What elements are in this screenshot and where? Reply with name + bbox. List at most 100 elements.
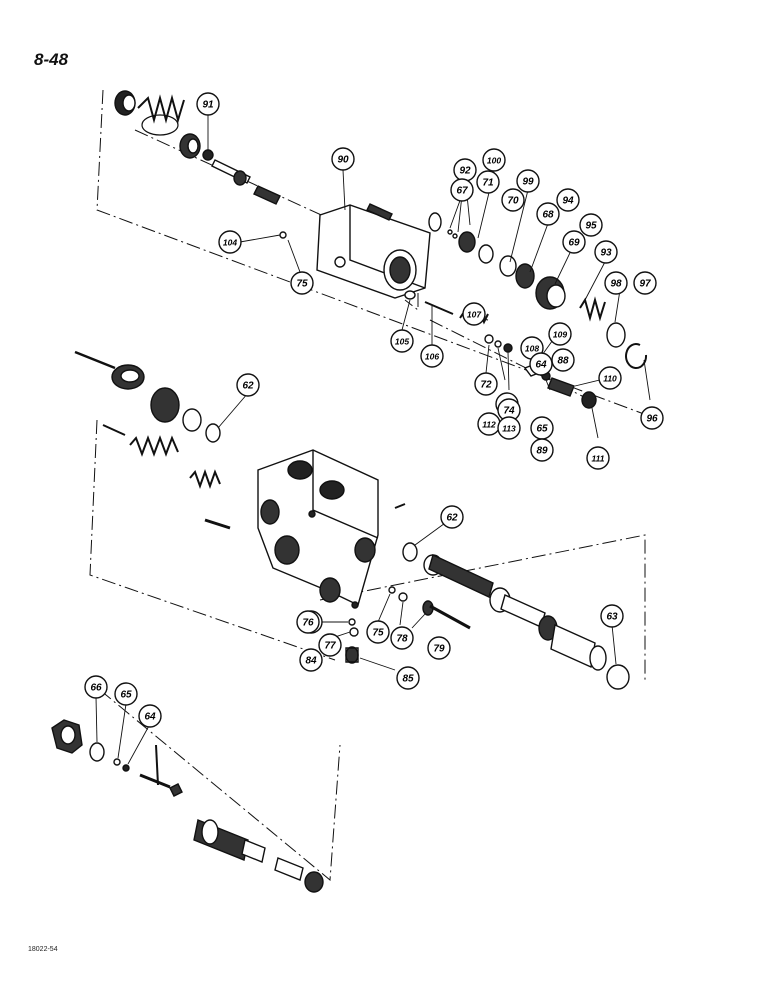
callout-label: 64 — [144, 712, 156, 723]
callout-label: 75 — [372, 628, 384, 639]
callout-94: 94 — [556, 188, 580, 212]
callout-label: 96 — [646, 414, 658, 425]
detent-body-part — [150, 387, 180, 423]
callout-circle — [604, 271, 628, 295]
callout-label: 74 — [503, 406, 515, 417]
callout-112: 112 — [477, 412, 501, 436]
upper-section — [114, 90, 648, 409]
callout-circle — [529, 352, 553, 376]
callout-104: 104 — [218, 230, 242, 254]
callout-circle — [420, 344, 444, 368]
callout-68: 68 — [536, 202, 560, 226]
callout-label: 113 — [502, 424, 516, 434]
valve-block-part — [257, 449, 379, 609]
callout-circle — [390, 626, 414, 650]
callout-label: 72 — [480, 380, 492, 391]
callout-label: 106 — [425, 352, 439, 362]
main-spool-part — [423, 554, 607, 671]
callout-88: 88 — [551, 348, 575, 372]
callout-label: 75 — [296, 279, 308, 290]
callout-label: 63 — [606, 612, 618, 623]
callout-label: 99 — [522, 177, 534, 188]
callout-label: 64 — [535, 360, 547, 371]
callout-84: 84 — [299, 648, 323, 672]
lower-end-part — [274, 857, 324, 893]
callout-circle — [84, 675, 108, 699]
callout-97: 97 — [633, 271, 657, 295]
housing-90-part — [316, 204, 431, 299]
short-spring-part — [189, 469, 221, 489]
callout-label: 84 — [305, 656, 317, 667]
callout-label: 62 — [446, 513, 458, 524]
callout-circle — [501, 188, 525, 212]
washer-77-part — [349, 627, 359, 637]
callout-92: 92 — [453, 158, 477, 182]
callout-label: 67 — [456, 186, 468, 197]
spool-stem-part — [211, 159, 281, 205]
callout-62: 62 — [440, 505, 464, 529]
callout-label: 92 — [459, 166, 471, 177]
callout-label: 70 — [507, 196, 519, 207]
callout-label: 90 — [337, 155, 349, 166]
callout-circle — [476, 170, 500, 194]
callout-90: 90 — [331, 147, 355, 171]
callout-93: 93 — [594, 240, 618, 264]
callout-110: 110 — [598, 366, 622, 390]
callout-91: 91 — [196, 92, 220, 116]
callout-circle — [548, 322, 572, 346]
callout-72: 72 — [474, 372, 498, 396]
callout-label: 62 — [242, 381, 254, 392]
document-code: 18022-54 — [28, 946, 58, 953]
seal-62-a-part — [182, 408, 202, 432]
callout-98: 98 — [604, 271, 628, 295]
callout-circle — [530, 438, 554, 462]
callout-label: 68 — [542, 210, 554, 221]
callout-circle — [594, 240, 618, 264]
stud-part — [74, 350, 116, 370]
plug-parts — [523, 363, 597, 409]
washer-stack-part — [428, 212, 476, 253]
poppet-part — [139, 744, 183, 797]
callout-label: 108 — [525, 344, 539, 354]
callout-label: 65 — [120, 690, 132, 701]
end-cap-part — [114, 90, 136, 116]
callout-circle — [640, 406, 664, 430]
small-pin-part — [394, 503, 406, 509]
plug-nut-part — [51, 719, 83, 754]
callout-label: 95 — [585, 221, 597, 232]
callout-label: 76 — [302, 618, 314, 629]
callout-96: 96 — [640, 406, 664, 430]
callout-circle — [390, 329, 414, 353]
piston-93-part — [535, 276, 566, 310]
oring-62-a-part — [205, 423, 221, 443]
callout-circle — [551, 348, 575, 372]
oring-65-part — [113, 758, 121, 766]
spring-part — [137, 94, 185, 136]
callout-label: 71 — [482, 178, 494, 189]
callout-75: 75 — [290, 271, 314, 295]
callout-69: 69 — [562, 230, 586, 254]
pin-part — [102, 424, 126, 436]
callout-label: 69 — [568, 238, 580, 249]
callout-75: 75 — [366, 620, 390, 644]
callout-71: 71 — [476, 170, 500, 194]
upper-frame-line — [96, 89, 661, 421]
callout-circle — [474, 372, 498, 396]
callout-circle — [196, 92, 220, 116]
middle-right-line — [319, 534, 646, 680]
callout-circle — [562, 230, 586, 254]
callout-70: 70 — [501, 188, 525, 212]
callout-62: 62 — [236, 373, 260, 397]
callout-67: 67 — [450, 178, 474, 202]
callout-circle — [497, 416, 521, 440]
callout-label: 89 — [536, 446, 548, 457]
ball-64-part — [122, 764, 130, 772]
callout-78: 78 — [390, 626, 414, 650]
long-spring-part — [129, 435, 179, 457]
callout-76: 76 — [296, 610, 320, 634]
lower-spool-part — [193, 819, 266, 863]
oring-104-part — [279, 231, 287, 239]
oring-62-b-part — [402, 542, 418, 562]
callout-label: 94 — [562, 196, 574, 207]
callout-circle — [396, 666, 420, 690]
